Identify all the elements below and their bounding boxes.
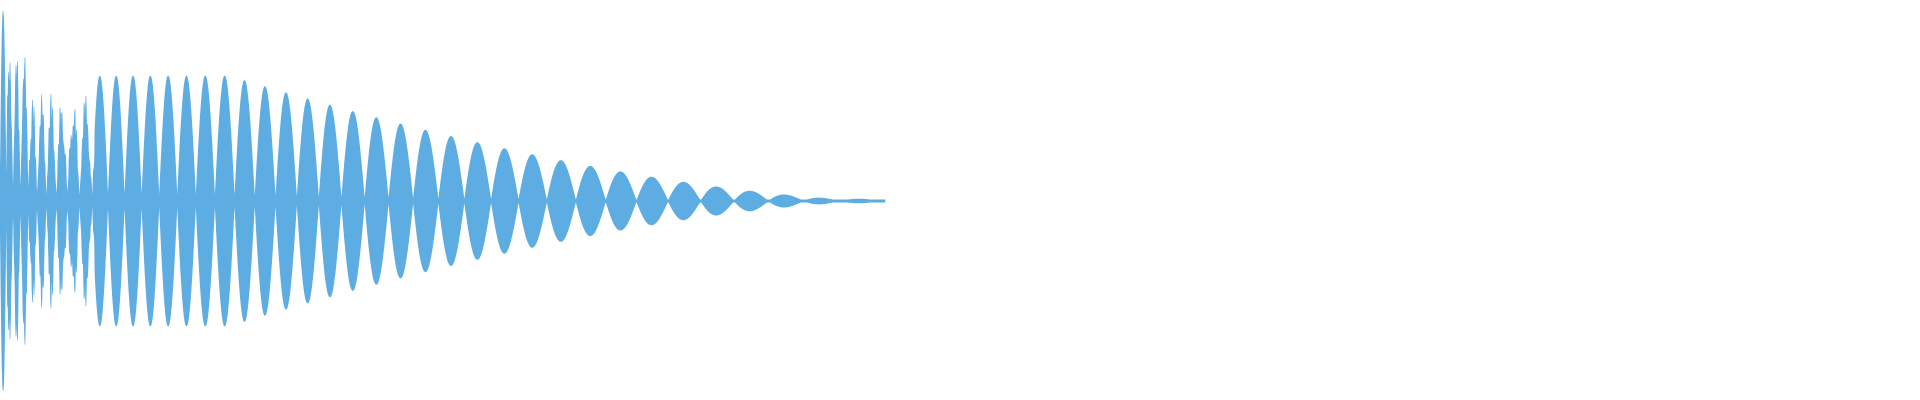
waveform-trace [0,11,886,391]
